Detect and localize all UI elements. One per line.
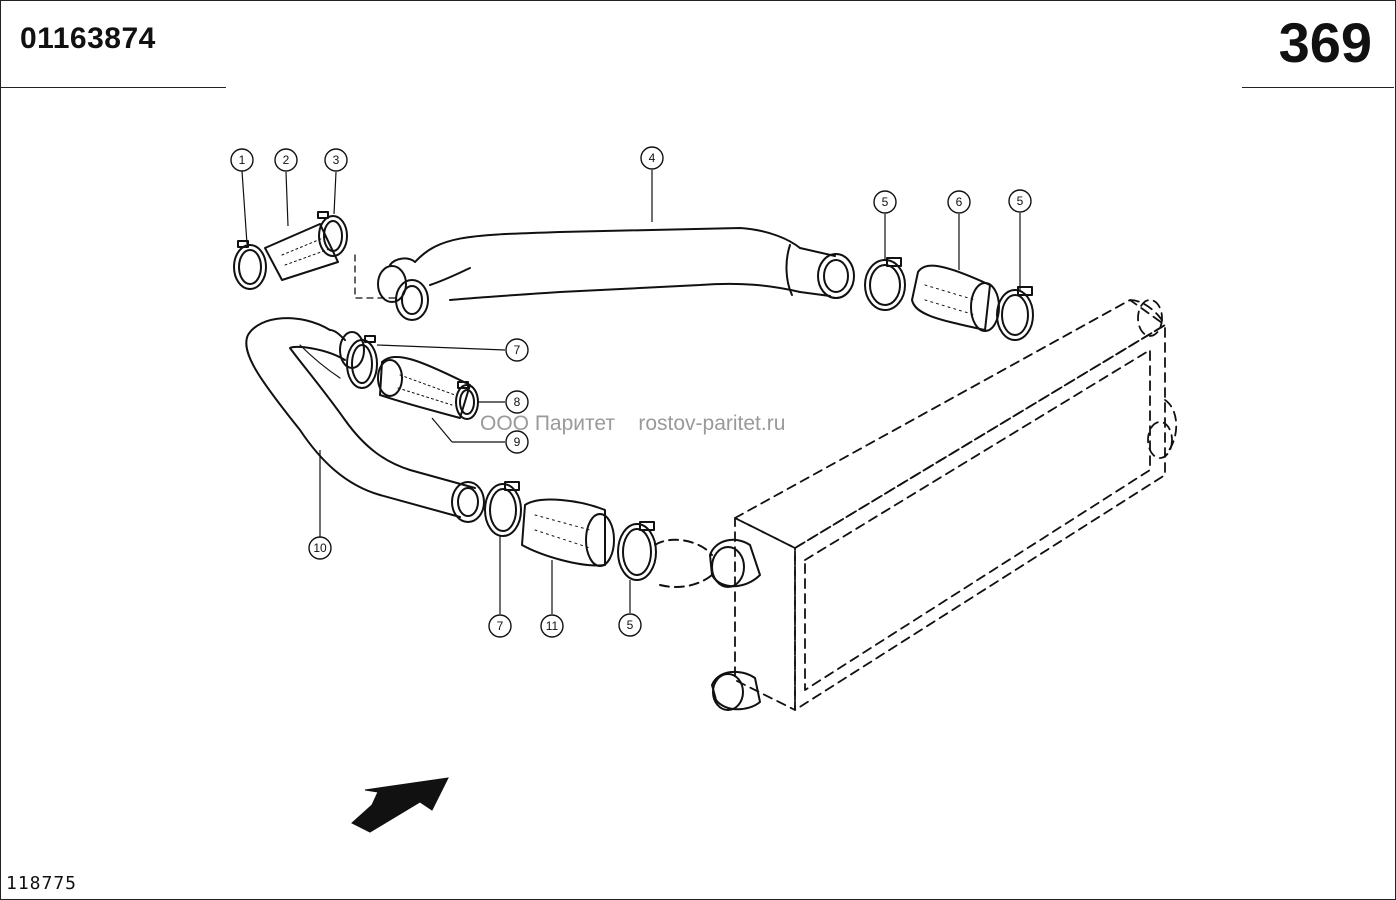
callout-7-lower: 7	[488, 614, 512, 638]
header-rule-left	[0, 87, 226, 88]
callout-label: 2	[283, 153, 290, 167]
callout-label: 7	[497, 619, 504, 633]
callout-label: 6	[956, 195, 963, 209]
part-8-clamp	[455, 381, 479, 420]
callout-3: 3	[324, 148, 348, 172]
part-10-pipe	[245, 317, 485, 523]
drawing-code: 118775	[6, 873, 78, 894]
intercooler-stubs	[654, 538, 761, 711]
callout-label: 5	[882, 195, 889, 209]
part-1-clamp	[233, 240, 267, 290]
callout-7-upper: 7	[505, 338, 529, 362]
direction-arrow	[351, 777, 449, 833]
callout-8: 8	[505, 390, 529, 414]
part-5-clamp-upper-left	[864, 257, 906, 311]
part-2-hose	[264, 223, 339, 281]
part-7-clamp-upper	[346, 335, 378, 389]
callout-5-lower: 5	[618, 613, 642, 637]
intercooler-outline	[734, 299, 1178, 711]
callout-10: 10	[308, 536, 332, 560]
callout-label: 3	[333, 153, 340, 167]
callout-6: 6	[947, 190, 971, 214]
callout-label: 4	[649, 151, 656, 165]
header-rule-right	[1242, 87, 1394, 88]
callout-2: 2	[274, 148, 298, 172]
document-number: 01163874	[20, 22, 156, 55]
part-4-pipe	[354, 227, 855, 321]
part-3-clamp	[317, 211, 348, 257]
part-9-hose	[377, 355, 471, 419]
callout-5-upper-left: 5	[873, 190, 897, 214]
callout-1: 1	[230, 148, 254, 172]
callout-11: 11	[540, 614, 564, 638]
part-11-hose	[521, 498, 615, 567]
callout-9: 9	[505, 430, 529, 454]
page-number: 369	[1278, 11, 1372, 74]
part-5-clamp-upper-right	[996, 286, 1034, 341]
callout-label: 10	[313, 541, 327, 555]
callout-label: 11	[546, 619, 559, 633]
part-5-clamp-lower	[617, 521, 657, 581]
part-6-hose	[911, 264, 1000, 332]
leader-lines	[241, 170, 1021, 614]
watermark: ООО Паритет rostov-paritet.ru	[480, 412, 786, 435]
callout-label: 5	[1017, 194, 1024, 208]
callout-4: 4	[640, 146, 664, 170]
callout-label: 9	[514, 435, 521, 449]
callout-label: 7	[514, 343, 521, 357]
callout-label: 1	[239, 153, 246, 167]
callout-label: 5	[627, 618, 634, 632]
callout-5-upper-right: 5	[1008, 189, 1032, 213]
part-7-clamp-lower	[484, 481, 522, 537]
callout-label: 8	[514, 395, 521, 409]
